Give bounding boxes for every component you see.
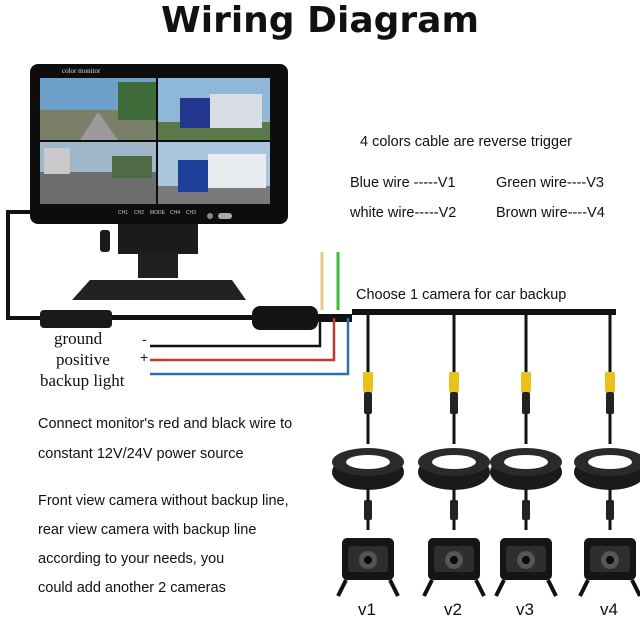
positive-sign: +	[140, 349, 149, 365]
backup-wire	[150, 318, 350, 376]
connector-plug	[364, 392, 372, 414]
yellow-connector	[363, 372, 373, 392]
camera-drop-3	[490, 312, 562, 597]
camera-drops	[332, 312, 640, 597]
monitor-button-label: CH2	[134, 210, 144, 216]
camera-bus-line	[352, 309, 616, 315]
note-power-1: Connect monitor's red and black wire to	[38, 416, 293, 432]
yellow-connector	[449, 372, 459, 392]
connector-plug	[522, 392, 530, 414]
ground-label: ground	[54, 329, 103, 348]
note-camera-3: according to your needs, you	[38, 551, 225, 567]
monitor-button-label: CH3	[186, 210, 196, 216]
yellow-connector	[605, 372, 615, 392]
diagram-title: Wiring Diagram	[161, 0, 479, 41]
choose-camera-text: Choose 1 camera for car backup	[356, 287, 567, 303]
positive-label: positive	[56, 350, 110, 369]
mount-knob	[100, 230, 110, 252]
trigger-brown: Brown wire----V4	[496, 205, 605, 221]
monitor-button-label: MODE	[150, 210, 166, 216]
camera-label-v1: v1	[358, 600, 376, 619]
monitor-button-label: CH4	[170, 210, 180, 216]
camera-bracket	[494, 579, 558, 597]
camera-label-v3: v3	[516, 600, 534, 619]
note-camera-1: Front view camera without backup line,	[38, 493, 289, 509]
monitor-button-label: CH1	[118, 210, 128, 216]
splitter-box	[252, 306, 318, 330]
mount-bracket	[118, 224, 198, 254]
power-led-icon	[207, 213, 213, 219]
camera-bracket	[336, 579, 400, 597]
camera-bracket	[422, 579, 486, 597]
connector-plug	[606, 392, 614, 414]
ground-sign: -	[142, 331, 147, 347]
note-camera-2: rear view camera with backup line	[38, 522, 257, 538]
camera-drop-1	[332, 312, 404, 597]
monitor-brand-label: color monitor	[62, 67, 101, 75]
power-button	[218, 213, 232, 219]
mount-base	[72, 280, 246, 300]
camera-label-v4: v4	[600, 600, 618, 619]
trigger-heading: 4 colors cable are reverse trigger	[360, 134, 572, 150]
camera-label-v2: v2	[444, 600, 462, 619]
note-camera-4: could add another 2 cameras	[38, 580, 226, 596]
trigger-blue: Blue wire -----V1	[350, 175, 456, 191]
monitor-cable-run	[112, 315, 252, 320]
camera-drop-2	[418, 312, 490, 597]
connector-plug	[450, 392, 458, 414]
note-power-2: constant 12V/24V power source	[38, 446, 244, 462]
ground-wire	[150, 318, 322, 348]
monitor-plug	[40, 310, 112, 328]
camera-bracket	[578, 579, 640, 597]
yellow-connector	[521, 372, 531, 392]
camera-drop-4	[574, 312, 640, 597]
trigger-green: Green wire----V3	[496, 175, 604, 191]
backup-light-label: backup light	[40, 371, 125, 390]
trigger-white: white wire-----V2	[350, 205, 457, 221]
power-wire-group	[150, 318, 350, 376]
monitor-cable	[6, 210, 40, 320]
monitor: color monitor CH1 CH2 MODE CH4 CH3	[30, 64, 288, 300]
positive-wire	[150, 318, 336, 362]
